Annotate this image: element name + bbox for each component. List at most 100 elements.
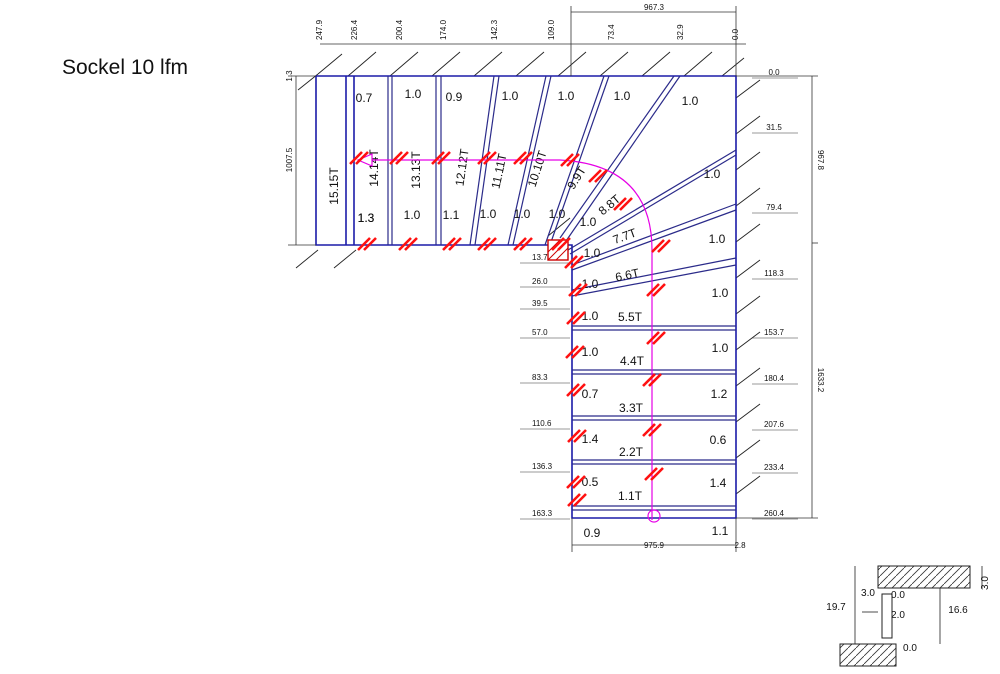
- marker: [594, 169, 608, 183]
- dim-top-offset: 247.9: [315, 19, 324, 40]
- marker: [572, 475, 586, 489]
- step-right-value: 1.2: [711, 387, 728, 401]
- dim-top-offset: 142.3: [490, 19, 499, 40]
- dim-left-offset: 26.0: [532, 277, 548, 286]
- dim-left-offset: 13.7: [532, 253, 548, 262]
- marker: [573, 429, 587, 443]
- stair-outline: [315, 75, 737, 519]
- step-top-value: 1.0: [614, 89, 631, 103]
- page-title: Sockel 10 lfm: [62, 56, 189, 79]
- marker: [567, 493, 581, 507]
- marker: [477, 237, 491, 251]
- step-right-value: 1.0: [712, 286, 729, 300]
- dim-left-offset: 57.0: [532, 328, 548, 337]
- marker: [551, 237, 565, 251]
- dim-right-offset: 260.4: [764, 509, 785, 518]
- marker: [651, 239, 665, 253]
- step-label: 7.7T: [611, 225, 639, 247]
- step-bottom-value: 1.1: [443, 208, 460, 222]
- marker: [519, 237, 533, 251]
- step-label: 14.14T: [367, 149, 381, 187]
- red-markers: [349, 151, 671, 507]
- marker: [483, 151, 497, 165]
- wall-hatching: [295, 51, 761, 495]
- marker: [389, 151, 403, 165]
- marker: [477, 151, 491, 165]
- step-right-value: 0.6: [710, 433, 727, 447]
- step-right-value: 1.0: [704, 167, 721, 181]
- dim-top-offset: 0.0: [731, 28, 740, 40]
- marker: [648, 373, 662, 387]
- detail-inner: 2.0: [891, 610, 905, 621]
- marker: [564, 255, 578, 269]
- marker: [657, 239, 671, 253]
- step-bottom-value: 1.3: [358, 211, 375, 225]
- step-bottom-value: 1.3: [358, 211, 375, 225]
- step-left-value: 1.0: [584, 246, 601, 260]
- dim-overall-bottom: 975.9: [644, 541, 665, 550]
- marker: [573, 493, 587, 507]
- marker: [565, 345, 579, 359]
- marker: [574, 283, 588, 297]
- marker: [437, 151, 451, 165]
- detail-gap: 0.0: [891, 590, 905, 601]
- marker: [566, 311, 580, 325]
- marker: [395, 151, 409, 165]
- step-top-value: 0.7: [356, 91, 373, 105]
- marker: [646, 283, 660, 297]
- dim-right-height: 1633.2: [816, 368, 825, 393]
- marker: [513, 237, 527, 251]
- marker: [355, 151, 369, 165]
- step-bottom-value: 1.0: [514, 207, 531, 221]
- step-top-value: 1.0: [558, 89, 575, 103]
- marker: [483, 237, 497, 251]
- step-left-value: 0.7: [582, 387, 599, 401]
- dim-top-offset: 73.4: [607, 24, 616, 40]
- marker: [398, 237, 412, 251]
- marker: [560, 153, 574, 167]
- step-right-value: 1.4: [710, 476, 727, 490]
- marker: [652, 331, 666, 345]
- detail-height-total: 19.7: [826, 602, 846, 613]
- marker: [363, 237, 377, 251]
- step-left-value: 1.0: [582, 345, 599, 359]
- marker: [644, 467, 658, 481]
- step-bottom-value: 1.0: [480, 207, 497, 221]
- marker: [566, 475, 580, 489]
- detail-side: 3.0: [980, 576, 991, 590]
- marker: [349, 151, 363, 165]
- dim-right-offset: 118.3: [764, 269, 784, 278]
- step-label: 4.4T: [620, 354, 645, 368]
- detail-inner-height: 16.6: [948, 605, 968, 616]
- step-top-value: 0.9: [446, 90, 463, 104]
- marker: [642, 373, 656, 387]
- step-label: 15.15T: [327, 167, 341, 205]
- dim-bottom-end: 2.8: [734, 541, 746, 550]
- marker: [571, 345, 585, 359]
- bottom-value-right: 1.1: [712, 524, 729, 538]
- dim-overall-top: 967.3: [644, 3, 665, 12]
- profile-detail-labels: 19.7 3.0 0.0 2.0 16.6 3.0 0.0: [826, 576, 991, 654]
- dim-right-offset: 207.6: [764, 420, 785, 429]
- step-bottom-value: 1.0: [580, 215, 597, 229]
- marker: [513, 151, 527, 165]
- detail-tread: 3.0: [861, 588, 875, 599]
- marker: [431, 151, 445, 165]
- marker: [557, 237, 571, 251]
- dim-top-offset: 200.4: [395, 19, 404, 40]
- marker: [652, 283, 666, 297]
- dim-right-offset: 233.4: [764, 463, 785, 472]
- dim-left-end: 1.3: [285, 70, 294, 82]
- step-label: 5.5T: [618, 310, 643, 324]
- step-right-value: 1.0: [709, 232, 726, 246]
- step-top-value: 1.0: [682, 94, 699, 108]
- step-label: 9.9T: [564, 163, 589, 191]
- dim-right-offset: 79.4: [766, 203, 782, 212]
- marker: [566, 153, 580, 167]
- marker: [650, 467, 664, 481]
- dim-right-offset: 180.4: [764, 374, 785, 383]
- detail-bottom: 0.0: [903, 643, 917, 654]
- dimension-lines: [288, 6, 818, 552]
